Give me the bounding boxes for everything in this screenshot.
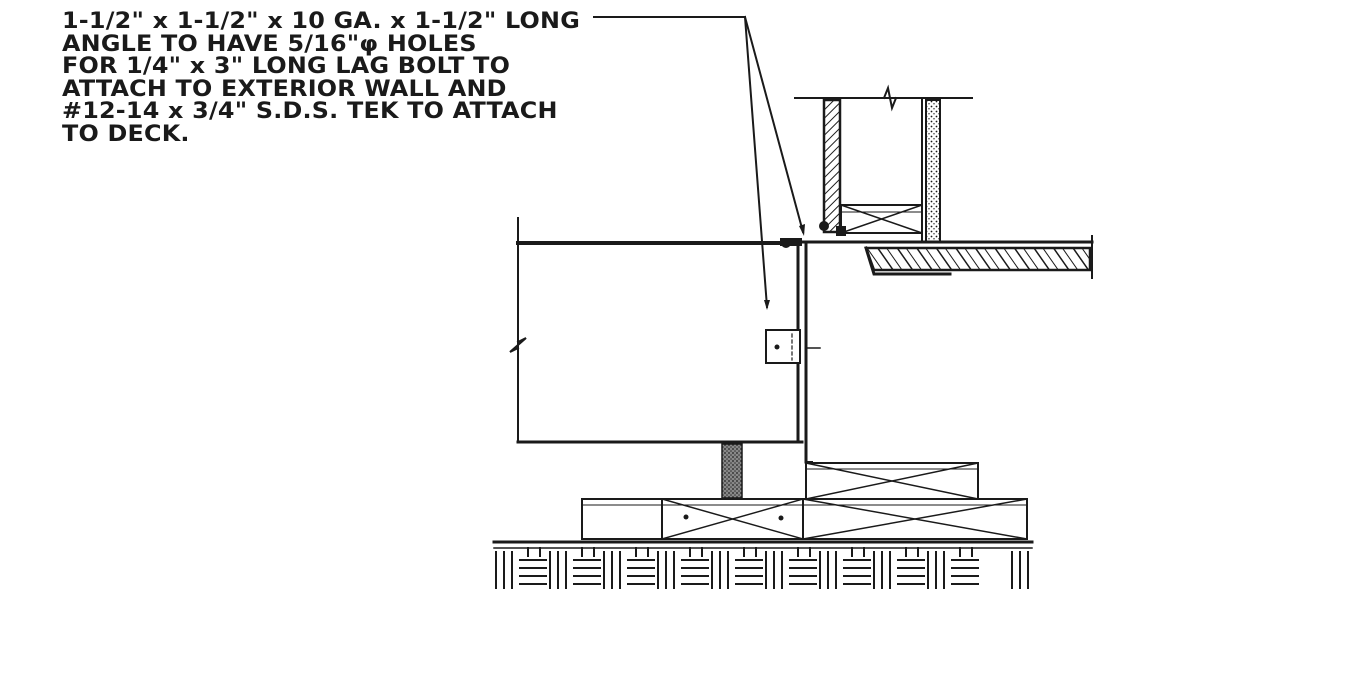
exterior-slab xyxy=(798,235,1094,279)
callout-note-line-5: #12-14 x 3/4" S.D.S. TEK TO ATTACH xyxy=(62,98,558,124)
angle-clip xyxy=(765,329,801,364)
callout-note-line-1: 1-1/2" x 1-1/2" x 10 GA. x 1-1/2" LONG xyxy=(62,8,580,34)
leader-line xyxy=(593,15,805,310)
callout-note-line-2: ANGLE TO HAVE 5/16"φ HOLES xyxy=(62,30,477,57)
exterior-wall xyxy=(794,84,973,243)
callout-note-line-6: TO DECK. xyxy=(62,120,190,147)
base-timber xyxy=(581,498,1028,540)
deck-and-beam xyxy=(509,217,821,464)
support-post xyxy=(721,443,743,499)
upper-block xyxy=(805,462,979,500)
callout-note: 1-1/2" x 1-1/2" x 10 GA. x 1-1/2" LONG A… xyxy=(62,10,656,145)
callout-note-line-4: ATTACH TO EXTERIOR WALL AND xyxy=(62,75,507,102)
ground-earth xyxy=(492,540,1034,589)
callout-note-line-3: FOR 1/4" x 3" LONG LAG BOLT TO xyxy=(62,53,511,79)
